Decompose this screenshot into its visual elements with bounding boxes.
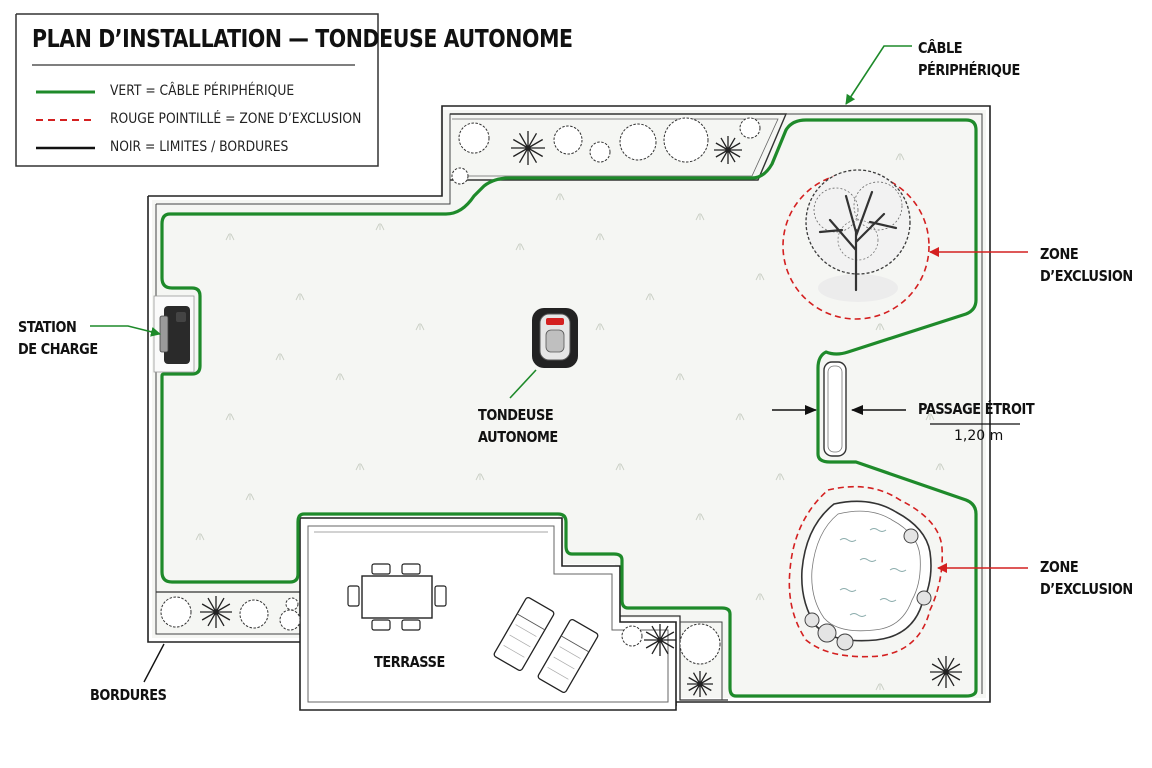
patio-table-icon bbox=[347, 563, 447, 631]
shrub-icon bbox=[160, 117, 962, 697]
legend-item-exclusion: ROUGE POINTILLÉ = ZONE D’EXCLUSION bbox=[110, 111, 362, 127]
label-bordures: BORDURES bbox=[90, 686, 167, 704]
robot-mower-icon bbox=[532, 308, 578, 368]
page-title: PLAN D’INSTALLATION — TONDEUSE AUTONOME bbox=[32, 24, 573, 53]
pond-exclusion-zone bbox=[788, 485, 944, 658]
label-passage-width: 1,20 m bbox=[954, 428, 1004, 444]
pond-icon bbox=[800, 500, 932, 651]
legend-box bbox=[15, 13, 379, 167]
top-planter bbox=[450, 113, 788, 181]
label-terrasse: TERRASSE bbox=[374, 653, 445, 671]
narrow-passage-post bbox=[823, 361, 847, 457]
lawn-area bbox=[152, 110, 986, 698]
legend-item-cable: VERT = CÂBLE PÉRIPHÉRIQUE bbox=[110, 83, 295, 99]
annotation-leaders bbox=[90, 45, 1028, 683]
label-passage: PASSAGE ÉTROIT bbox=[918, 400, 1035, 418]
grass-texture bbox=[195, 153, 945, 691]
perimeter-cable bbox=[160, 118, 978, 698]
tree-icon bbox=[805, 169, 911, 302]
sun-lounger-icon bbox=[493, 597, 599, 693]
legend-item-boundary: NOIR = LIMITES / BORDURES bbox=[110, 139, 289, 155]
